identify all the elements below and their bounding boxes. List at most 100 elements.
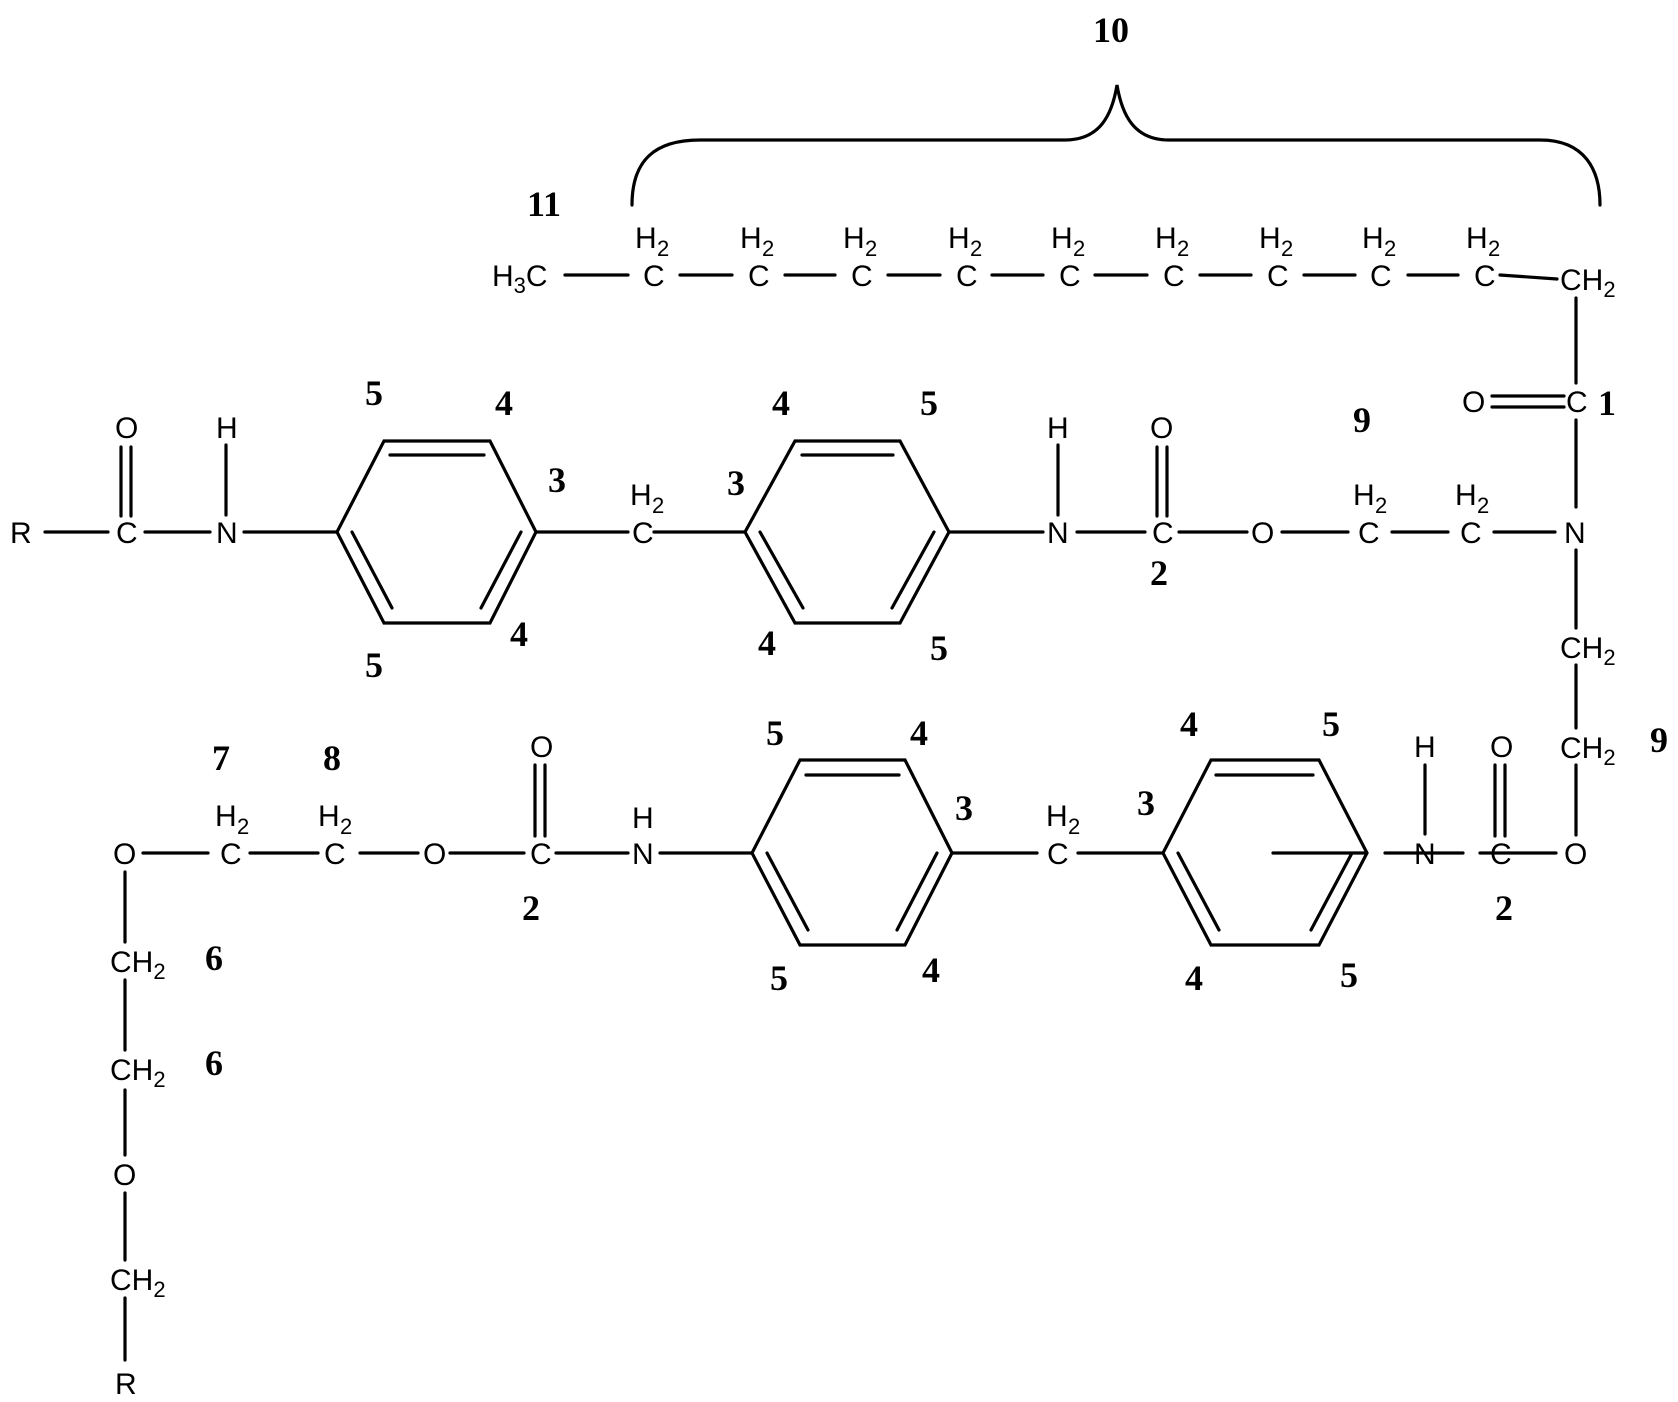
svg-text:C: C (220, 838, 242, 871)
label-4-a2: 4 (510, 614, 528, 654)
end-group-r-bottom: R (115, 1368, 137, 1401)
urethane-carbonyl-oxygen-2: O (530, 731, 553, 764)
svg-text:H: H (1051, 222, 1073, 255)
ether-oxygen-lower: O (113, 1159, 136, 1192)
urethane-carbon-1: C (1152, 517, 1174, 550)
svg-text:2: 2 (340, 814, 352, 839)
urethane-ether-oxygen-1: O (1251, 517, 1274, 550)
label-5-c1: 5 (766, 713, 784, 753)
svg-text:H: H (1362, 222, 1384, 255)
svg-text:H: H (630, 479, 652, 512)
svg-text:C: C (851, 260, 873, 293)
svg-text:H: H (1466, 222, 1488, 255)
svg-text:H: H (1353, 479, 1375, 512)
label-6-a: 6 (205, 938, 223, 978)
label-7: 7 (212, 738, 230, 778)
label-3-d: 3 (1137, 783, 1155, 823)
urethane-nitrogen-1: N (1047, 517, 1069, 550)
label-11: 11 (527, 184, 561, 224)
label-9-top: 9 (1353, 400, 1371, 440)
label-8: 8 (323, 738, 341, 778)
svg-text:H: H (1455, 479, 1477, 512)
end-group-r-top: R (10, 517, 32, 550)
label-3-a: 3 (548, 460, 566, 500)
ether-ch2-3: CH2 (110, 1264, 166, 1302)
svg-text:2: 2 (970, 236, 982, 261)
svg-text:2: 2 (657, 236, 669, 261)
label-5-d2: 5 (1340, 955, 1358, 995)
urethane-ether-oxygen-3: O (1564, 838, 1587, 871)
svg-text:2: 2 (1384, 236, 1396, 261)
urethane-hydrogen-3: H (1414, 731, 1436, 764)
amide-nitrogen-left: N (216, 517, 238, 550)
svg-text:2: 2 (652, 493, 664, 518)
svg-text:C: C (1370, 260, 1392, 293)
amide-oxygen-left: O (115, 412, 138, 445)
n-ch2-upper: CH2 (1560, 632, 1616, 670)
svg-text:C: C (748, 260, 770, 293)
urethane-hydrogen-2: H (632, 802, 654, 835)
svg-text:2: 2 (1281, 236, 1293, 261)
label-4-a1: 4 (495, 383, 513, 423)
svg-text:C: C (1047, 838, 1069, 871)
label-5-c2: 5 (770, 958, 788, 998)
label-6-b: 6 (205, 1043, 223, 1083)
svg-text:C: C (1059, 260, 1081, 293)
label-2-row2-right: 2 (1495, 888, 1513, 928)
label-4-c1: 4 (910, 713, 928, 753)
svg-text:2: 2 (1177, 236, 1189, 261)
svg-text:2: 2 (865, 236, 877, 261)
svg-text:C: C (1358, 517, 1380, 550)
ether-ch2-1: CH2 (110, 946, 166, 984)
label-5-a1: 5 (365, 373, 383, 413)
label-1: 1 (1598, 383, 1616, 423)
methyl-group: H3C (492, 260, 548, 298)
svg-text:H: H (843, 222, 865, 255)
urethane-carbon-3: C (1490, 838, 1512, 871)
urethane-carbonyl-oxygen-1: O (1150, 412, 1173, 445)
amide-hydrogen-left: H (216, 412, 238, 445)
svg-text:C: C (643, 260, 665, 293)
svg-text:C: C (1267, 260, 1289, 293)
urethane-carbonyl-oxygen-3: O (1490, 731, 1513, 764)
tertiary-nitrogen: N (1564, 517, 1586, 550)
label-5-d1: 5 (1322, 704, 1340, 744)
svg-text:C: C (956, 260, 978, 293)
label-4-b1: 4 (772, 383, 790, 423)
svg-text:H: H (318, 800, 340, 833)
chain-ch2-terminal: CH2 (1560, 264, 1616, 302)
label-3-c: 3 (955, 788, 973, 828)
svg-text:2: 2 (1068, 814, 1080, 839)
svg-text:H: H (215, 800, 237, 833)
label-4-d2: 4 (1185, 958, 1203, 998)
label-5-b1: 5 (920, 383, 938, 423)
svg-text:2: 2 (1073, 236, 1085, 261)
carbonyl-oxygen: O (1462, 386, 1485, 419)
ether-oxygen-upper: O (113, 838, 136, 871)
svg-text:C: C (1163, 260, 1185, 293)
svg-text:C: C (1460, 517, 1482, 550)
alkyl-chain-bracket (630, 84, 1602, 207)
amide-carbon-left: C (116, 517, 138, 550)
svg-text:H: H (635, 222, 657, 255)
urethane-hydrogen-1: H (1047, 412, 1069, 445)
urethane-nitrogen-2: N (632, 838, 654, 871)
svg-text:H: H (1259, 222, 1281, 255)
label-4-b2: 4 (758, 623, 776, 663)
urethane-carbon-2: C (530, 838, 552, 871)
row2-bonds (123, 758, 1558, 1362)
svg-text:H: H (740, 222, 762, 255)
label-3-b: 3 (727, 463, 745, 503)
ether-ch2-2: CH2 (110, 1054, 166, 1092)
